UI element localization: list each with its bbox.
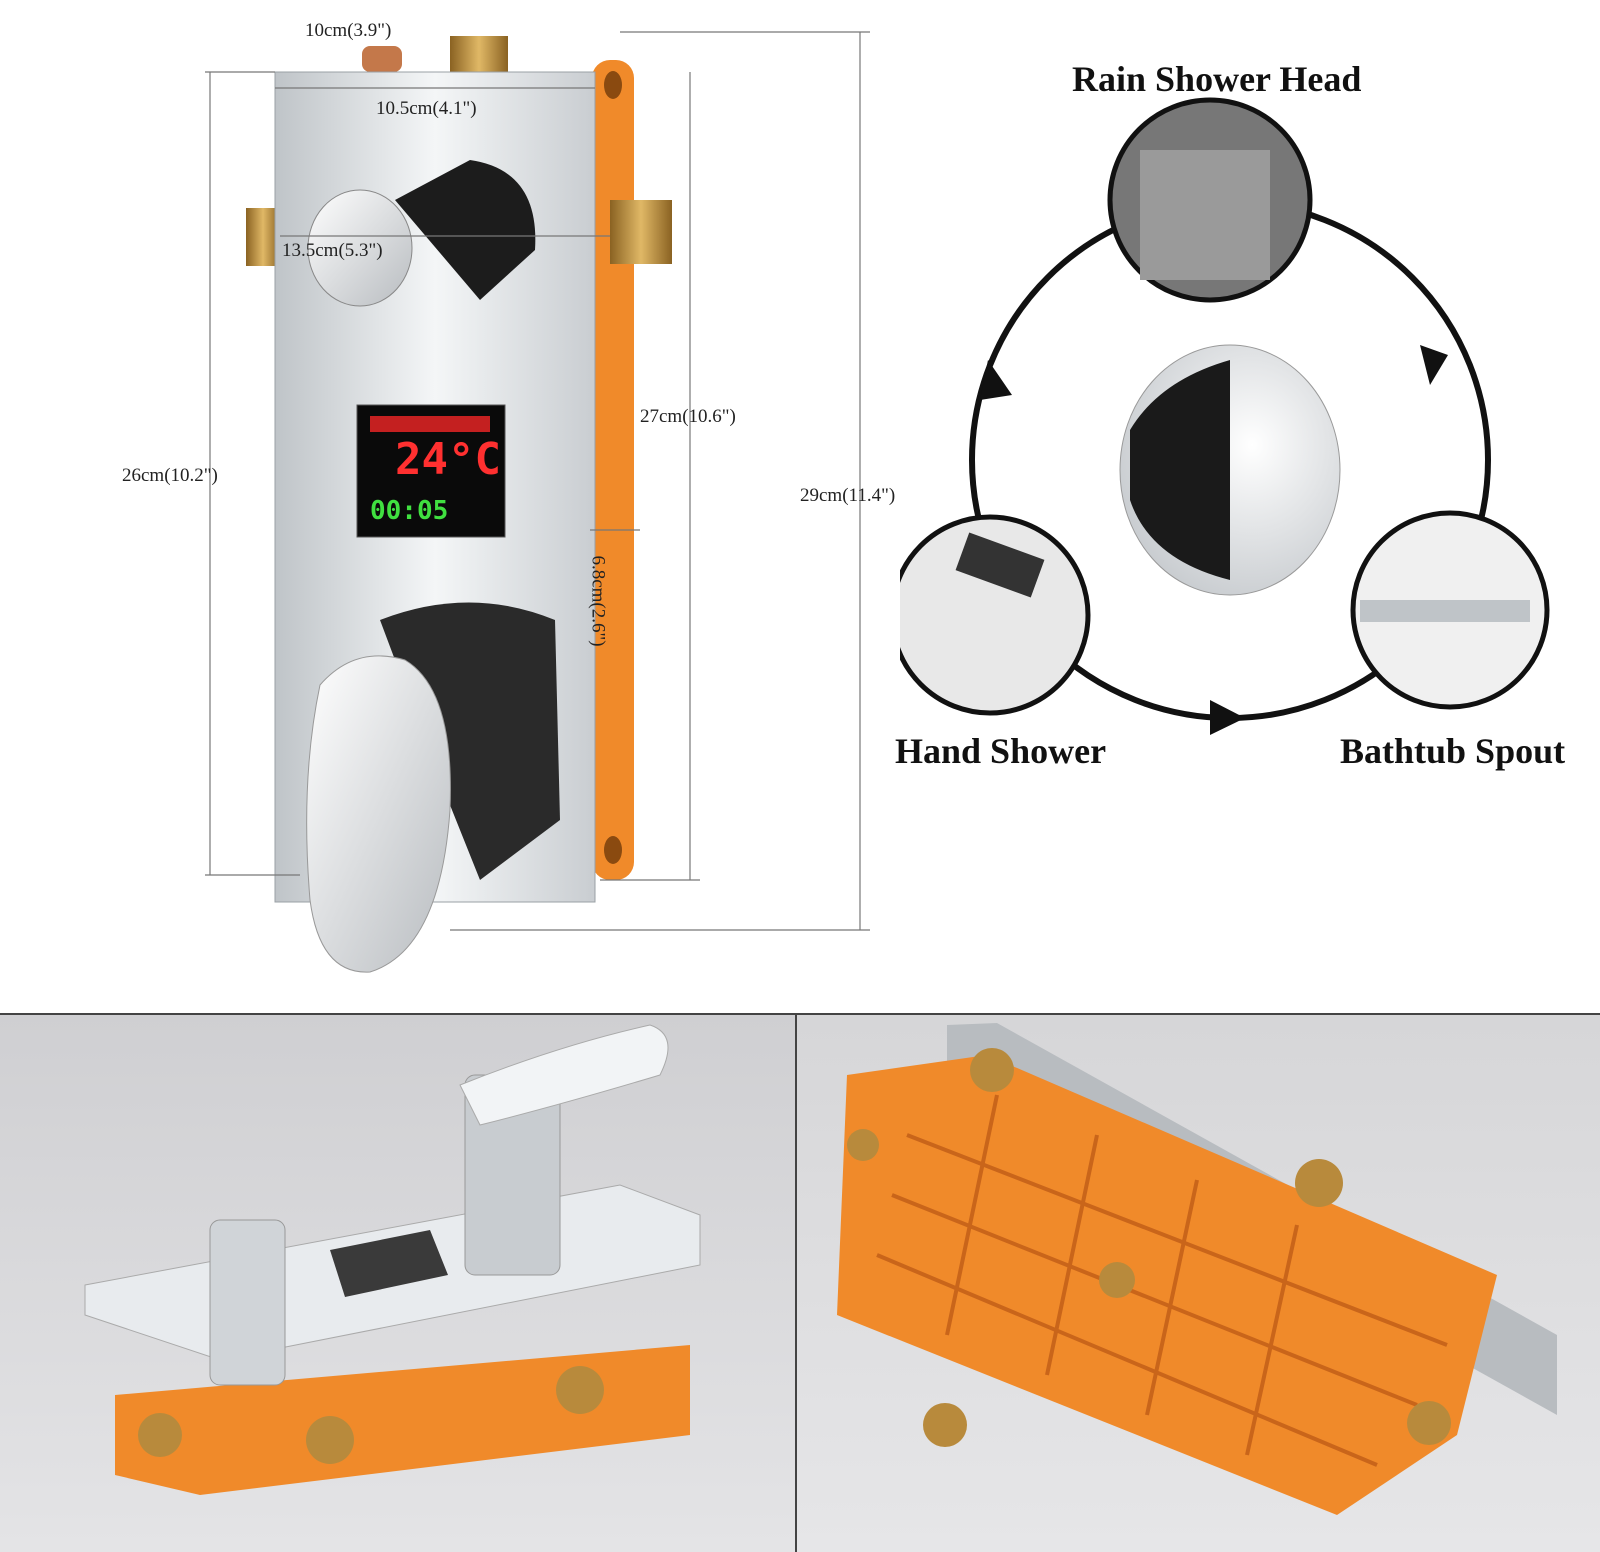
dim-plate-width: 10.5cm(4.1") [376,98,477,119]
thermostat-knob-photo [209,1219,286,1386]
brass-fitting [306,1416,354,1464]
brass-fitting [138,1413,182,1457]
arrow-head-bottom [1210,700,1245,735]
thermostat-knob [307,189,413,307]
label-rain-shower: Rain Shower Head [1072,59,1362,99]
dim-total-height: 29cm(11.4") [800,485,896,506]
mounting-bracket [592,60,634,880]
brass-fitting [847,1129,879,1161]
photo-divider-vertical [795,1013,797,1552]
arrow-head-left [980,360,1012,400]
screen-window [330,1230,448,1297]
photo-front-view [0,1015,795,1552]
dimension-drawing [205,31,870,973]
mixer-lever [306,655,451,973]
label-bathtub-spout: Bathtub Spout [1340,731,1566,771]
dim-depth: 6.8cm(2.6") [587,555,609,647]
brass-fitting [556,1366,604,1414]
brass-fitting [1407,1401,1451,1445]
diverter-diagram [900,97,1550,735]
center-fitting [1099,1262,1135,1298]
dim-side-pipes: 13.5cm(5.3") [282,240,383,261]
left-outlet-fitting [246,208,280,266]
lever-handle-photo [459,1024,669,1126]
brass-fitting [1295,1159,1343,1207]
led-timer: 00:05 [370,496,449,526]
dim-top-pipe: 10cm(3.9") [305,20,392,41]
photo-top-border [0,1013,1600,1015]
brass-fitting [970,1048,1014,1092]
arrow-head-right [1420,345,1448,385]
right-outlet-fitting [610,200,672,264]
dim-plate-height: 26cm(10.2") [122,465,218,486]
top-inlet-fitting [450,36,508,72]
label-hand-shower: Hand Shower [895,731,1107,771]
led-temperature: 24°C [395,434,501,485]
dim-box-height: 27cm(10.6") [640,406,736,427]
photo-back-view [797,1015,1600,1552]
brass-fitting [923,1403,967,1447]
